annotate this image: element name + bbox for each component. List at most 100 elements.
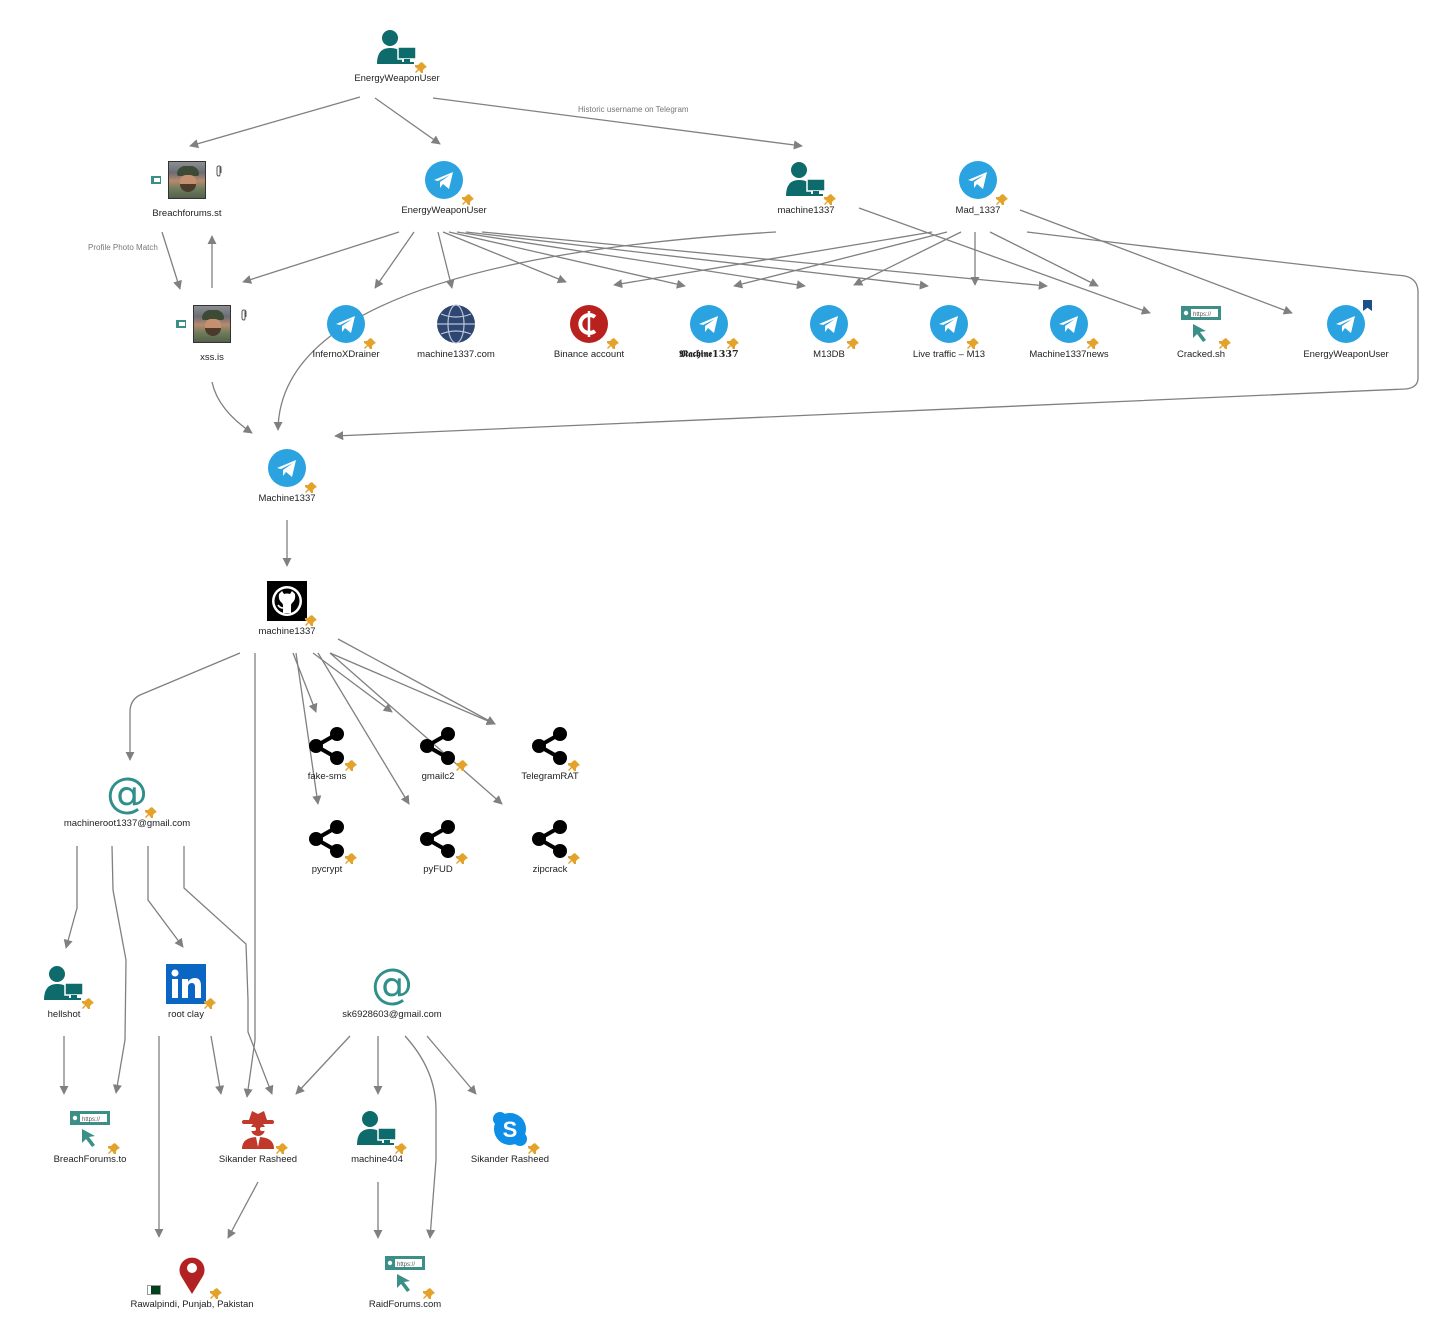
graph-node-email2[interactable]: @ sk6928603@gmail.com bbox=[302, 962, 482, 1020]
pin-icon bbox=[996, 194, 1008, 205]
at-icon: @ bbox=[105, 771, 157, 818]
linkedin-icon bbox=[164, 962, 216, 1009]
node-label: RaidForums.com bbox=[368, 1299, 442, 1310]
graph-node-linkedin[interactable]: root clay bbox=[96, 962, 276, 1020]
svg-text:S: S bbox=[503, 1117, 518, 1142]
graph-node-skype[interactable]: S Sikander Rasheed bbox=[420, 1107, 600, 1165]
graph-node-machine404[interactable]: machine404 bbox=[287, 1107, 467, 1165]
graph-node-domain[interactable]: machine1337.com bbox=[366, 302, 546, 360]
graph-node-fakesms[interactable]: fake-sms bbox=[237, 724, 417, 782]
pin-icon bbox=[415, 62, 427, 73]
svg-text:@: @ bbox=[106, 771, 148, 815]
graph-node-breachforums-st[interactable]: Breachforums.st bbox=[97, 158, 277, 219]
graph-node-xss[interactable]: xss.is bbox=[122, 302, 302, 363]
graph-edge bbox=[448, 231, 686, 289]
graph-edge bbox=[243, 653, 256, 1098]
graph-node-breachforums-to[interactable]: https:// BreachForums.to bbox=[0, 1107, 180, 1165]
graph-node-ewu-top[interactable]: EnergyWeaponUser bbox=[307, 26, 487, 84]
node-label: BreachForums.to bbox=[53, 1154, 127, 1165]
graph-edge bbox=[292, 652, 318, 713]
graph-node-hellshot[interactable]: hellshot bbox=[0, 962, 154, 1020]
graph-node-location[interactable]: Rawalpindi, Punjab, Pakistan bbox=[102, 1252, 282, 1310]
graph-node-mad-1337[interactable]: Mad_1337 bbox=[888, 158, 1068, 216]
graph-node-email1[interactable]: @ machineroot1337@gmail.com bbox=[37, 771, 217, 829]
share-icon bbox=[305, 724, 357, 771]
graph-edge bbox=[374, 231, 415, 289]
graph-edge bbox=[161, 231, 182, 290]
graph-node-telegramrat[interactable]: TelegramRAT bbox=[460, 724, 640, 782]
graph-edge bbox=[613, 231, 933, 289]
node-label: M13DB bbox=[813, 349, 845, 360]
graph-edge bbox=[426, 1035, 477, 1095]
node-label: root clay bbox=[168, 1009, 204, 1020]
graph-node-m13db[interactable]: M13DB bbox=[739, 302, 919, 360]
node-label: machine1337 bbox=[258, 626, 316, 637]
user-computer-icon bbox=[784, 158, 836, 205]
telegram-icon bbox=[1324, 300, 1372, 346]
graph-node-pycrypt[interactable]: pycrypt bbox=[237, 817, 417, 875]
graph-node-github[interactable]: machine1337 bbox=[197, 579, 377, 637]
profile-photo bbox=[176, 305, 247, 349]
graph-node-gmailc2[interactable]: gmailc2 bbox=[348, 724, 528, 782]
url-icon: https:// bbox=[1179, 302, 1231, 349]
node-label: EnergyWeaponUser bbox=[401, 205, 487, 216]
user-computer-icon bbox=[42, 962, 94, 1009]
spy-icon bbox=[236, 1107, 288, 1154]
pin-icon bbox=[568, 853, 580, 864]
graph-node-live[interactable]: Live traffic – M13 bbox=[859, 302, 1039, 360]
graph-node-gothic[interactable]: 𝕸𝖆𝖈𝖍𝖎𝖓𝖊1337 bbox=[619, 302, 799, 360]
node-label: Cracked.sh bbox=[1176, 349, 1226, 360]
pin-icon bbox=[345, 760, 357, 771]
node-label: Rawalpindi, Punjab, Pakistan bbox=[130, 1299, 254, 1310]
github-icon bbox=[265, 579, 317, 626]
pin-icon bbox=[727, 338, 739, 349]
graph-node-zipcrack[interactable]: zipcrack bbox=[460, 817, 640, 875]
globe-icon bbox=[434, 302, 478, 346]
pin-icon bbox=[967, 338, 979, 349]
graph-node-raidforums[interactable]: https:// RaidForums.com bbox=[315, 1252, 495, 1310]
telegram-icon bbox=[927, 302, 979, 349]
graph-edge bbox=[183, 846, 274, 1095]
graph-node-binance[interactable]: Binance account bbox=[499, 302, 679, 360]
at-icon: @ bbox=[370, 962, 414, 1006]
graph-edge bbox=[334, 231, 1419, 441]
graph-edge bbox=[189, 96, 361, 149]
pin-icon bbox=[345, 853, 357, 864]
share-icon bbox=[528, 724, 580, 771]
location-icon bbox=[147, 1252, 222, 1299]
graph-edge bbox=[374, 97, 441, 145]
graph-edge bbox=[147, 846, 184, 948]
graph-node-pyfud[interactable]: pyFUD bbox=[348, 817, 528, 875]
graph-node-ewu-tg[interactable]: EnergyWeaponUser bbox=[354, 158, 534, 216]
pin-icon bbox=[456, 853, 468, 864]
node-label: Mad_1337 bbox=[955, 205, 1001, 216]
graph-edge bbox=[853, 231, 962, 286]
graph-node-sikander[interactable]: Sikander Rasheed bbox=[168, 1107, 348, 1165]
graph-edge bbox=[125, 652, 241, 761]
graph-edge bbox=[481, 231, 1048, 290]
pin-icon bbox=[568, 760, 580, 771]
graph-edge bbox=[337, 638, 496, 725]
graph-edge bbox=[432, 97, 803, 150]
svg-text:https://: https:// bbox=[397, 1262, 415, 1268]
graph-node-cracked[interactable]: https:// Cracked.sh bbox=[1111, 302, 1291, 360]
pin-icon bbox=[824, 194, 836, 205]
node-label: machineroot1337@gmail.com bbox=[63, 818, 191, 829]
graph-node-inferno[interactable]: InfernoXDrainer bbox=[256, 302, 436, 360]
node-label: Breachforums.st bbox=[152, 208, 222, 219]
pin-icon bbox=[82, 998, 94, 1009]
graph-node-machine1337-user[interactable]: machine1337 bbox=[716, 158, 896, 216]
pin-icon bbox=[108, 1143, 120, 1154]
telegram-icon bbox=[265, 446, 317, 493]
graph-edge bbox=[312, 652, 393, 713]
bookmark-icon bbox=[1363, 300, 1372, 311]
graph-edge bbox=[63, 846, 78, 949]
pin-icon bbox=[305, 615, 317, 626]
graph-node-news[interactable]: Machine1337news bbox=[979, 302, 1159, 360]
graph-edge bbox=[465, 231, 929, 290]
graph-node-machine-tg[interactable]: Machine1337 bbox=[197, 446, 377, 504]
edge-label-profile-photo: Profile Photo Match bbox=[88, 243, 158, 252]
graph-node-ewu-tg2[interactable]: EnergyWeaponUser bbox=[1256, 300, 1430, 360]
